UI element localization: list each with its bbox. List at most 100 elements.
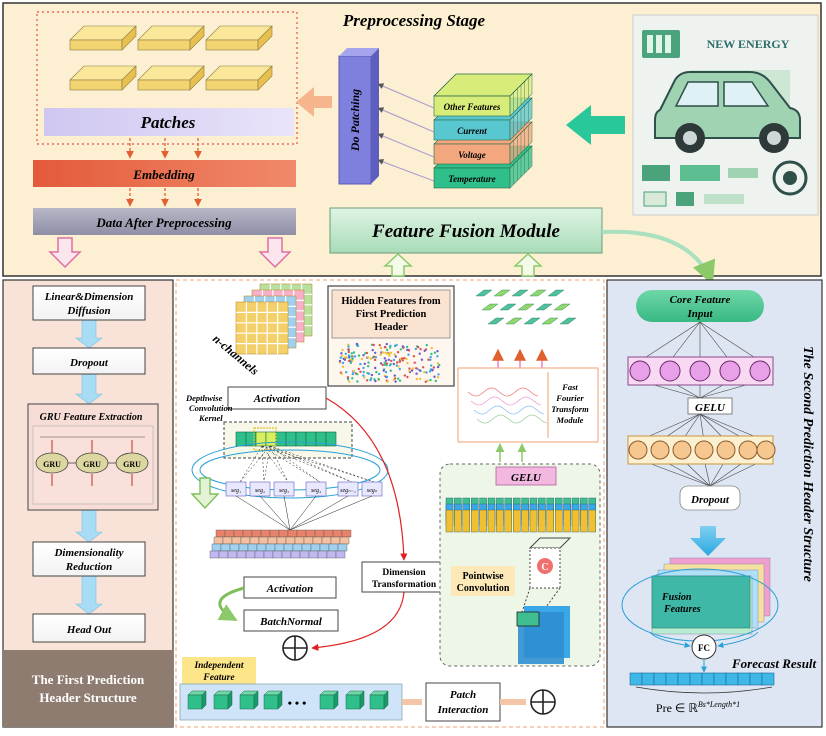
fft-output-cell <box>511 289 529 297</box>
fft-line3: Transform <box>551 404 589 414</box>
step-head-out-label: Head Out <box>66 624 112 636</box>
scatter-dot <box>389 363 392 366</box>
scatter-dot <box>362 354 365 357</box>
scatter-dot <box>383 346 387 349</box>
scatter-dot <box>367 365 370 368</box>
fft-wave <box>470 396 542 406</box>
scatter-dot <box>379 346 383 350</box>
stack-cell <box>272 550 283 559</box>
up-arrows-into-fusion <box>383 252 543 277</box>
pointwise-bar <box>471 509 479 533</box>
scatter-dot <box>398 360 402 363</box>
dropout-label-right: Dropout <box>690 494 730 506</box>
kernel-cell <box>295 431 307 447</box>
kernel-link <box>269 445 289 483</box>
patch-block-front <box>137 39 191 51</box>
hidden-title-2: First Prediction <box>356 309 427 320</box>
scatter-dot <box>408 367 411 370</box>
stack-cell <box>308 550 319 559</box>
stack-cell <box>303 536 314 545</box>
scatter-dot <box>377 372 381 376</box>
segment-label: segₙ <box>367 488 378 494</box>
forecast-cell <box>653 672 667 686</box>
kernel-cell <box>305 431 317 447</box>
scatter-dot <box>393 353 396 356</box>
scatter-dot <box>345 371 348 374</box>
scatter-dot <box>363 362 366 365</box>
stacked-output-bars <box>209 529 352 559</box>
pointwise-bar <box>445 509 454 533</box>
stack-cell <box>256 543 267 552</box>
gru-cell-label: GRU <box>123 460 141 469</box>
stack-cell <box>294 536 305 545</box>
first-header-down-arrow <box>75 575 103 615</box>
segment-label: seg₃ <box>279 488 289 494</box>
stack-cell <box>247 543 258 552</box>
scatter-dot <box>341 365 345 368</box>
scatter-dot <box>385 342 388 346</box>
pointwise-bar <box>462 509 470 533</box>
stack-cell <box>290 550 301 559</box>
scatter-dot <box>369 378 372 382</box>
independent-feature-cubes <box>187 690 389 710</box>
scatter-dot <box>418 369 421 372</box>
pink-down-arrows <box>48 237 292 269</box>
kernel-cell <box>235 431 247 447</box>
stack-cell <box>240 536 251 545</box>
nn-neuron-layer2 <box>716 440 736 460</box>
feature-layer-label: Other Features <box>444 102 501 112</box>
nn-input-link <box>699 321 731 362</box>
fft-wave <box>476 414 548 424</box>
fft-output-cell <box>505 317 523 325</box>
independent-feature-label-bg <box>182 657 256 684</box>
fft-output-grid <box>475 289 577 325</box>
pointwise-bar <box>454 509 462 533</box>
fusion-to-second-header-arrow <box>601 229 716 286</box>
patch-block-front <box>69 39 123 51</box>
embedding-label: Embedding <box>132 167 195 182</box>
scatter-dot <box>423 371 426 374</box>
scatter-dot <box>410 369 414 372</box>
ev-illustration: NEW ENERGY <box>632 14 819 216</box>
segment-link <box>235 495 291 531</box>
scatter-dot <box>351 357 354 360</box>
scatter-dot <box>419 377 422 380</box>
indep-cube-side <box>253 690 259 710</box>
scatter-dot <box>338 359 342 363</box>
pointwise-bar <box>529 509 538 533</box>
feature-layer-label: Current <box>457 126 487 136</box>
pointwise-stack <box>445 497 596 533</box>
scatter-dot <box>392 378 396 381</box>
scatter-dot <box>352 369 355 373</box>
independent-line1: Independent <box>193 661 243 671</box>
stack-cell <box>292 543 303 552</box>
feature-layer-label: Voltage <box>458 150 486 160</box>
scatter-dot <box>362 366 365 370</box>
nn-neuron-layer1 <box>719 360 741 382</box>
scatter-dot <box>429 358 432 361</box>
scatter-dot <box>341 348 344 352</box>
gru-cell-label: GRU <box>43 460 61 469</box>
scatter-dot <box>407 349 411 352</box>
forecast-formula: Pre ∈ ℝBs*Length*1 <box>656 700 740 715</box>
forecast-cell <box>641 672 655 686</box>
scatter-dot <box>350 352 353 355</box>
stack-cell <box>213 536 224 545</box>
scatter-dot <box>341 361 345 365</box>
fft-output-cell <box>523 317 541 325</box>
patch-block-front <box>205 79 259 91</box>
stack-cell <box>319 543 330 552</box>
dimension-line1: Dimension <box>382 568 426 578</box>
fft-output-cell <box>535 303 553 311</box>
forecast-cell <box>701 672 715 686</box>
scatter-dot <box>430 364 433 367</box>
stack-cell <box>224 529 235 538</box>
scatter-dot <box>429 355 432 359</box>
scatter-dot <box>398 367 401 371</box>
forecast-result-label: Forecast Result <box>731 656 817 671</box>
second-header-title: The Second Prediction Header Structure <box>800 346 815 582</box>
scatter-dot <box>420 358 424 361</box>
nn-input-link <box>699 321 761 362</box>
kernel-link <box>261 445 321 483</box>
channel-layer <box>235 301 289 355</box>
